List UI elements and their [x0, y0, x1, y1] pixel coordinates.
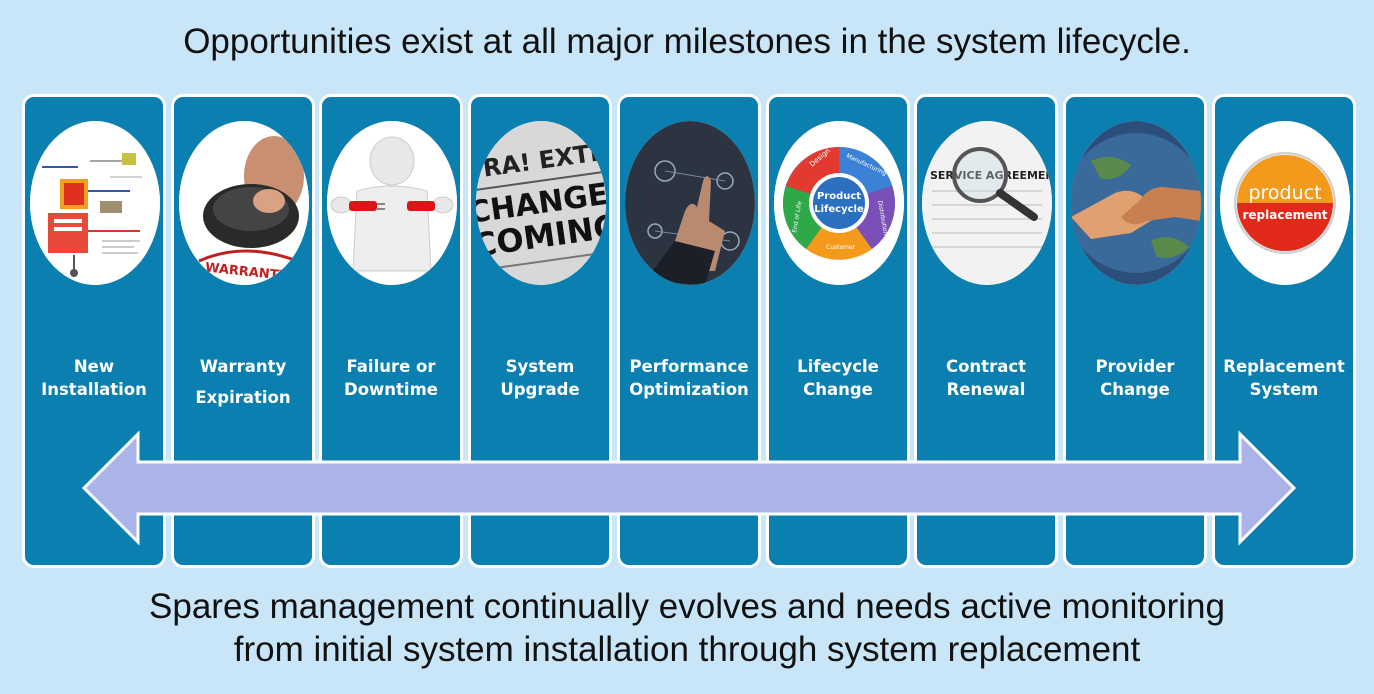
milestone-lifecycle-change: Product Lifecycle Design Manufacturing D…: [766, 94, 910, 568]
svg-text:product: product: [1248, 182, 1321, 204]
process-diagram-icon: [30, 121, 160, 285]
footer-line-1: Spares management continually evolves an…: [149, 587, 1225, 626]
svg-text:replacement: replacement: [1242, 208, 1327, 222]
svg-text:Customer: Customer: [826, 244, 856, 251]
footer-line-2: from initial system installation through…: [233, 630, 1141, 669]
diagram-footer: Spares management continually evolves an…: [0, 585, 1374, 671]
unplugged-cable-icon: [327, 121, 457, 285]
touch-interface-icon: [625, 121, 755, 285]
svg-text:SERVICE AGREEMENT: SERVICE AGREEMENT: [930, 169, 1052, 182]
diagram-title: Opportunities exist at all major milesto…: [183, 22, 1191, 61]
product-replacement-badge-icon: product replacement: [1220, 121, 1350, 285]
warranty-stamp-icon: WARRANTY: [179, 121, 309, 285]
newspaper-icon: TRA! EXTRA! CHANGES COMING: [476, 121, 606, 285]
handshake-icon: [1071, 121, 1201, 285]
magnifier-document-icon: SERVICE AGREEMENT: [922, 121, 1052, 285]
svg-text:Lifecycle: Lifecycle: [814, 204, 864, 215]
lifecycle-wheel-icon: Product Lifecycle Design Manufacturing D…: [774, 121, 904, 285]
svg-text:Product: Product: [817, 191, 861, 202]
